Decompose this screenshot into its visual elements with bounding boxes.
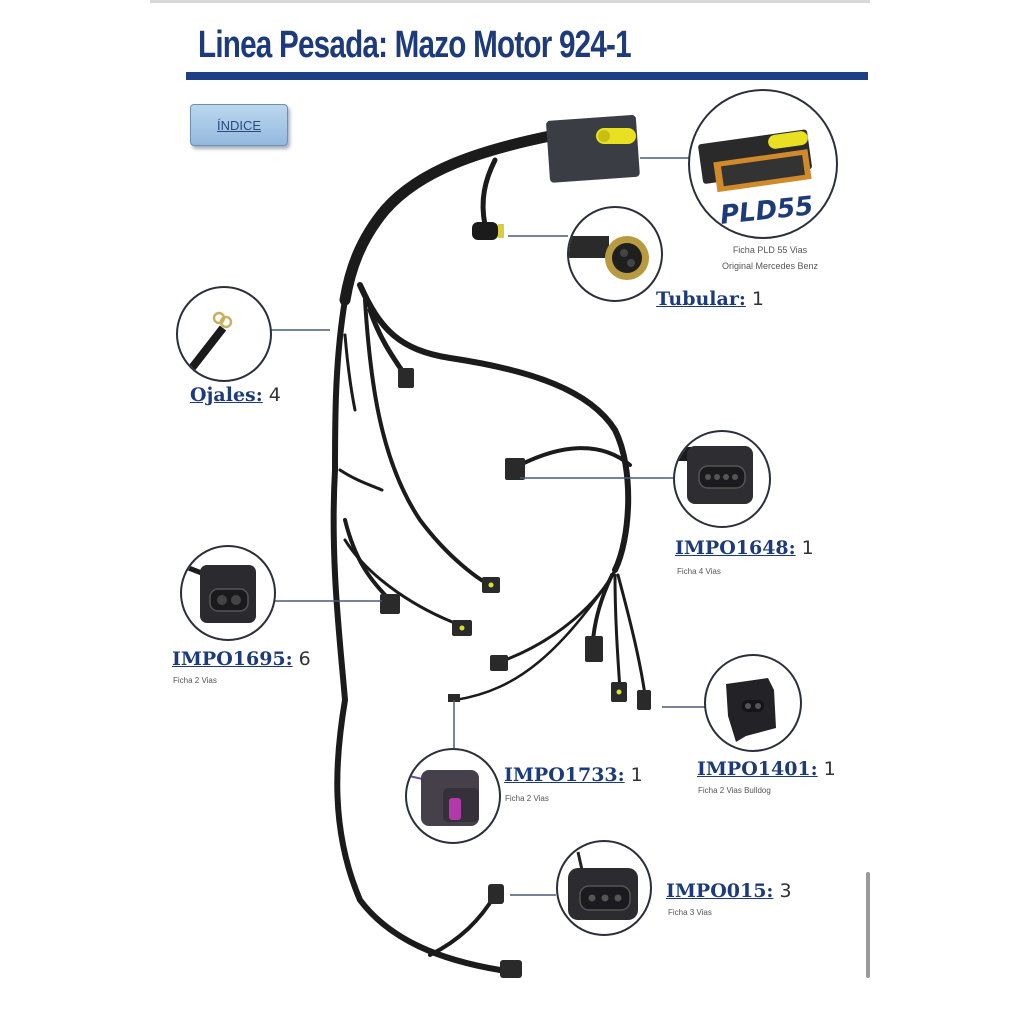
bulldog-connector-icon: [726, 678, 776, 742]
part-code: IMPO1401:: [697, 758, 818, 780]
part-description: Ficha 2 Vias: [505, 794, 549, 803]
part-qty: 6: [298, 648, 311, 670]
part-qty: 1: [751, 288, 764, 310]
part-code: IMPO015:: [666, 880, 774, 902]
index-button[interactable]: ÍNDICE: [190, 104, 288, 146]
part-label-impo015: IMPO015:3: [666, 880, 792, 902]
part-description: Ficha 3 Vias: [668, 908, 712, 917]
impo1733-detail-circle: [405, 748, 501, 844]
two-pin-connector-icon: [185, 564, 256, 623]
part-description: Ficha 2 Vias: [173, 676, 217, 685]
part-description: Ficha 4 Vias: [677, 567, 721, 576]
pld55-description-line2: Original Mercedes Benz: [721, 261, 819, 271]
part-code: IMPO1733:: [504, 764, 625, 786]
part-qty: 4: [268, 384, 281, 406]
tubular-detail-circle: [567, 206, 663, 302]
part-qty: 1: [801, 537, 814, 559]
part-qty: 3: [779, 880, 792, 902]
part-label-impo1648: IMPO1648:1: [675, 537, 814, 559]
part-code: Ojales:: [190, 384, 263, 406]
part-code: IMPO1695:: [172, 648, 293, 670]
three-pin-connector-icon: [568, 851, 638, 920]
impo1695-detail-circle: [180, 545, 276, 641]
part-label-impo1733: IMPO1733:1: [504, 764, 643, 786]
page-title: Linea Pesada: Mazo Motor 924-1: [198, 24, 632, 66]
impo015-detail-circle: [556, 840, 652, 936]
part-code: IMPO1648:: [675, 537, 796, 559]
part-code: Tubular:: [656, 288, 746, 310]
part-qty: 1: [823, 758, 836, 780]
part-label-impo1695: IMPO1695:6: [172, 648, 311, 670]
pld55-description-line1: Ficha PLD 55 Vias: [732, 245, 808, 255]
round-sensor-connector-icon: [569, 236, 649, 280]
impo1648-detail-circle: [673, 430, 771, 528]
four-pin-connector-icon: [675, 446, 753, 504]
index-button-label: ÍNDICE: [216, 117, 262, 133]
part-label-impo1401: IMPO1401:1: [697, 758, 836, 780]
part-qty: 1: [630, 764, 643, 786]
part-description: Ficha 2 Vias Bulldog: [698, 786, 771, 795]
ring-terminal-icon: [184, 311, 233, 376]
ojales-detail-circle: [176, 286, 272, 382]
scrollbar[interactable]: [866, 872, 870, 978]
part-label-ojales: Ojales:4: [190, 384, 281, 406]
title-divider: [186, 72, 868, 80]
impo1401-detail-circle: [704, 654, 802, 752]
pld55-detail-circle: [688, 89, 838, 239]
ecu-connector-icon: [698, 129, 812, 193]
ecu-connector-icon: [546, 114, 640, 183]
two-pin-purple-connector-icon: [408, 770, 479, 826]
part-label-tubular: Tubular:1: [656, 288, 764, 310]
top-edge-strip: [150, 0, 870, 3]
